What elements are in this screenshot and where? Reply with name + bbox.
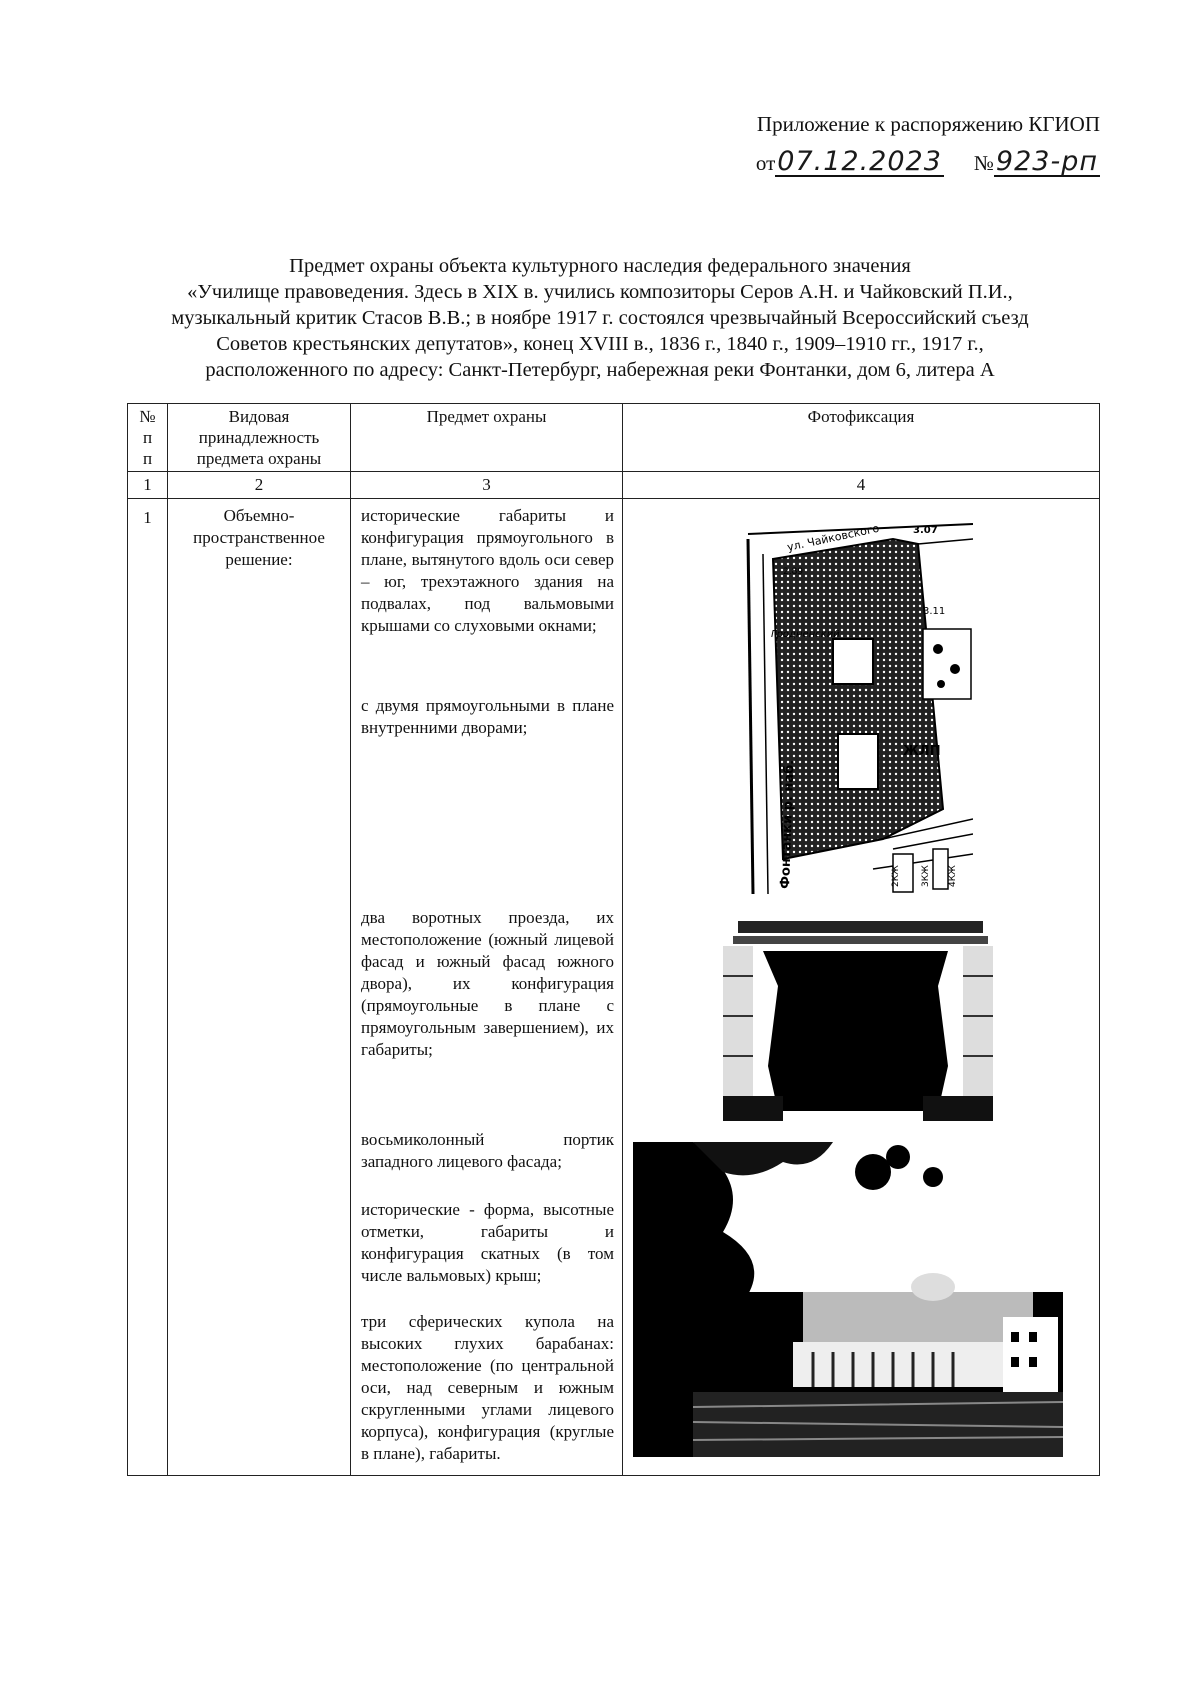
header-subject: Предмет охраны	[350, 403, 623, 472]
map-elevation-label: 3.11	[923, 606, 945, 617]
map-elevation-label: 2.89	[783, 567, 803, 577]
subject-item: три сферических купола на высоких глухих…	[361, 1312, 614, 1463]
row-kind: Объемно- пространственное решение:	[167, 498, 351, 1476]
col-number: 1	[127, 471, 168, 499]
subject-item: восьмиколонный портик западного лицевого…	[361, 1130, 614, 1171]
subject-item: исторические габариты и конфигурация пря…	[361, 506, 614, 635]
map-building-label: 4КЖ	[948, 865, 958, 887]
number-prefix: №	[973, 151, 994, 175]
col-number: 3	[350, 471, 623, 499]
title-line-2: «Училище правоведения. Здесь в XIX в. уч…	[187, 281, 1013, 303]
title-line-3: музыкальный критик Стасов В.В.; в ноябре…	[171, 307, 1029, 329]
header-num: № п п	[127, 403, 168, 472]
header-photo: Фотофиксация	[622, 403, 1100, 472]
appendix-date-number: от 07.12.2023 № 923-рп	[756, 148, 1100, 177]
map-elevation-label: 3.07	[913, 525, 938, 536]
table-header-row: № п п Видовая принадлежность предмета ох…	[127, 403, 1100, 472]
protection-table: № п п Видовая принадлежность предмета ох…	[127, 403, 1100, 1476]
subject-item: два воротных проезда, их местоположение …	[361, 908, 614, 1059]
handwritten-number: 923-рп	[993, 146, 1100, 177]
appendix-line: Приложение к распоряжению КГИОП	[756, 112, 1100, 136]
title-line-1: Предмет охраны объекта культурного насле…	[289, 255, 911, 277]
map-label: ЖЛП	[903, 744, 941, 759]
facade-photo	[633, 1142, 1063, 1457]
title-line-4: Советов крестьянских депутатов», конец X…	[216, 333, 984, 355]
col-number: 2	[167, 471, 351, 499]
site-plan-image: ул. Чайковского 3.07 2.89 3.11 Гродненск…	[743, 519, 973, 894]
gateway-photo	[723, 916, 993, 1121]
map-building-label: 3КЖ	[921, 865, 931, 887]
col-number: 4	[622, 471, 1100, 499]
map-street-label: Гродненский	[771, 629, 840, 640]
subject-item: с двумя прямоугольными в плане внутренни…	[361, 696, 614, 737]
title-line-5: расположенного по адресу: Санкт-Петербур…	[205, 359, 995, 381]
table-row: 1 Объемно- пространственное решение: ист…	[127, 498, 1100, 1476]
row-photos: ул. Чайковского 3.07 2.89 3.11 Гродненск…	[622, 498, 1100, 1476]
handwritten-date: 07.12.2023	[775, 146, 944, 177]
column-number-row: 1 2 3 4	[127, 471, 1100, 499]
date-prefix: от	[755, 151, 776, 175]
subject-item: исторические - форма, высотные отметки, …	[361, 1200, 614, 1285]
map-embankment-label: Фонтанки р. наб.	[778, 760, 797, 890]
row-subjects: исторические габариты и конфигурация пря…	[350, 498, 623, 1476]
row-number: 1	[127, 498, 168, 1476]
header-kind: Видовая принадлежность предмета охраны	[167, 403, 351, 472]
document-title: Предмет охраны объекта культурного насле…	[140, 253, 1060, 383]
map-building-label: 2КЖ	[891, 865, 901, 887]
